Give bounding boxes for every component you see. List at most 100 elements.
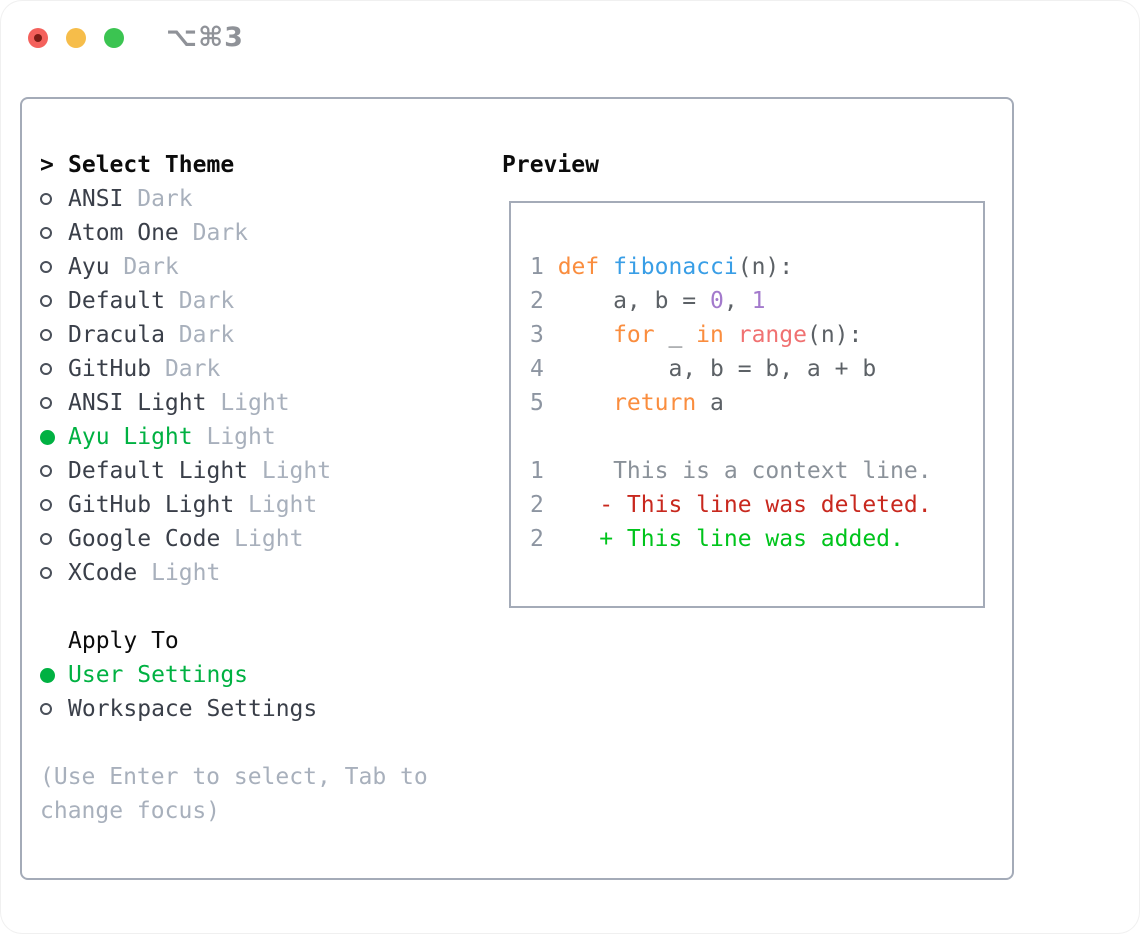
- theme-option-github-light[interactable]: GitHub Light Light: [40, 488, 331, 522]
- code-token-plain: ,: [723, 288, 752, 314]
- code-line: 3 for _ in range(n):: [530, 318, 932, 352]
- zoom-button[interactable]: [104, 28, 124, 48]
- theme-option-ayu[interactable]: Ayu Dark: [40, 250, 331, 284]
- apply-option-label: Workspace Settings: [68, 696, 318, 722]
- theme-option-dracula[interactable]: Dracula Dark: [40, 318, 331, 352]
- theme-option-label: ANSI Light: [68, 390, 207, 416]
- theme-variant-label: Dark: [151, 356, 221, 382]
- code-token-plain: a, b =: [557, 288, 711, 314]
- code-token-kw: in: [696, 322, 724, 348]
- line-number: 2: [530, 492, 544, 518]
- theme-variant-label: Dark: [178, 220, 249, 246]
- theme-variant-label: Light: [248, 458, 332, 484]
- radio-icon: [40, 227, 68, 239]
- theme-option-label: Default: [68, 288, 165, 314]
- radio-icon: [40, 261, 68, 273]
- code-token-const: 0: [710, 288, 724, 314]
- radio-icon: [40, 533, 68, 545]
- radio-dot-filled: [40, 667, 55, 683]
- apply-option-workspace-settings[interactable]: Workspace Settings: [40, 692, 317, 726]
- theme-variant-label: Light: [220, 526, 304, 552]
- theme-option-ansi-light[interactable]: ANSI Light Light: [40, 386, 331, 420]
- code-token-kw: for: [613, 322, 655, 348]
- code-line: 5 return a: [530, 386, 932, 420]
- line-number: 5: [530, 390, 544, 416]
- radio-dot-empty: [40, 567, 52, 579]
- code-token-plain: [558, 390, 613, 416]
- theme-option-google-code[interactable]: Google Code Light: [40, 522, 331, 556]
- theme-list-header-row: > Select Theme: [40, 148, 331, 182]
- theme-option-label: Ayu: [68, 254, 110, 280]
- radio-icon: [40, 329, 68, 341]
- theme-option-default-light[interactable]: Default Light Light: [40, 454, 331, 488]
- theme-variant-label: Light: [234, 492, 318, 518]
- theme-option-xcode[interactable]: XCode Light: [40, 556, 331, 590]
- radio-icon: [40, 703, 68, 715]
- line-number: 1: [530, 458, 544, 484]
- radio-icon: [40, 499, 68, 511]
- line-number: 4: [530, 356, 544, 382]
- usage-hint: (Use Enter to select, Tab to change focu…: [40, 764, 428, 824]
- radio-dot-empty: [40, 363, 52, 375]
- code-token-plain: a, b = b, a + b: [557, 356, 877, 382]
- theme-option-ansi[interactable]: ANSI Dark: [40, 182, 331, 216]
- radio-dot-empty: [40, 533, 52, 545]
- code-token-plain: a: [696, 390, 724, 416]
- close-button-dot: [34, 34, 42, 42]
- focus-caret: >: [40, 152, 54, 178]
- code-line: 2 - This line was deleted.: [530, 488, 932, 522]
- code-line: [530, 420, 932, 454]
- code-token-plain: [724, 322, 738, 348]
- radio-dot-empty: [40, 193, 52, 205]
- theme-option-atom-one[interactable]: Atom One Dark: [40, 216, 331, 250]
- radio-dot-empty: [40, 329, 52, 341]
- radio-dot-empty: [40, 465, 52, 477]
- radio-dot-empty: [40, 227, 52, 239]
- code-token-fn: fibonacci: [613, 254, 738, 280]
- code-token-plain: (n):: [806, 322, 863, 348]
- code-line: 1 This is a context line.: [530, 454, 932, 488]
- code-token-const: 1: [751, 288, 766, 314]
- close-button[interactable]: [28, 28, 48, 48]
- theme-option-label: Ayu Light: [68, 424, 193, 450]
- theme-option-label: Atom One: [68, 220, 179, 246]
- code-token-plain: [558, 322, 613, 348]
- theme-option-default[interactable]: Default Dark: [40, 284, 331, 318]
- code-token-ctx: This is a context line.: [557, 458, 932, 484]
- apply-to-header-row: Apply To: [40, 624, 317, 658]
- theme-variant-label: Dark: [164, 288, 235, 314]
- preview-title: Preview: [502, 152, 599, 178]
- apply-option-user-settings[interactable]: User Settings: [40, 658, 317, 692]
- radio-icon: [40, 363, 68, 375]
- code-token-kw: return: [613, 390, 697, 416]
- theme-option-github[interactable]: GitHub Dark: [40, 352, 331, 386]
- radio-icon: [40, 465, 68, 477]
- theme-variant-label: Dark: [123, 186, 193, 212]
- radio-dot-empty: [40, 261, 52, 273]
- radio-dot-empty: [40, 295, 52, 307]
- theme-list-title: Select Theme: [68, 152, 235, 178]
- window-shortcut-label: ⌥⌘3: [166, 22, 244, 53]
- theme-option-ayu-light[interactable]: Ayu Light Light: [40, 420, 331, 454]
- code-line: 2 a, b = 0, 1: [530, 284, 932, 318]
- code-token-add: + This line was added.: [557, 526, 904, 552]
- radio-icon: [40, 193, 68, 205]
- line-number: 2: [530, 288, 544, 314]
- code-line: 2 + This line was added.: [530, 522, 932, 556]
- minimize-button[interactable]: [66, 28, 86, 48]
- radio-dot-empty: [40, 703, 52, 715]
- theme-option-label: GitHub Light: [68, 492, 235, 518]
- code-token-plain: [599, 254, 613, 280]
- theme-option-label: ANSI: [68, 186, 124, 212]
- line-number: 3: [530, 322, 544, 348]
- radio-dot-empty: [40, 499, 52, 511]
- theme-option-label: Google Code: [68, 526, 221, 552]
- theme-option-label: GitHub: [68, 356, 152, 382]
- title-bar: ⌥⌘3: [0, 0, 1140, 76]
